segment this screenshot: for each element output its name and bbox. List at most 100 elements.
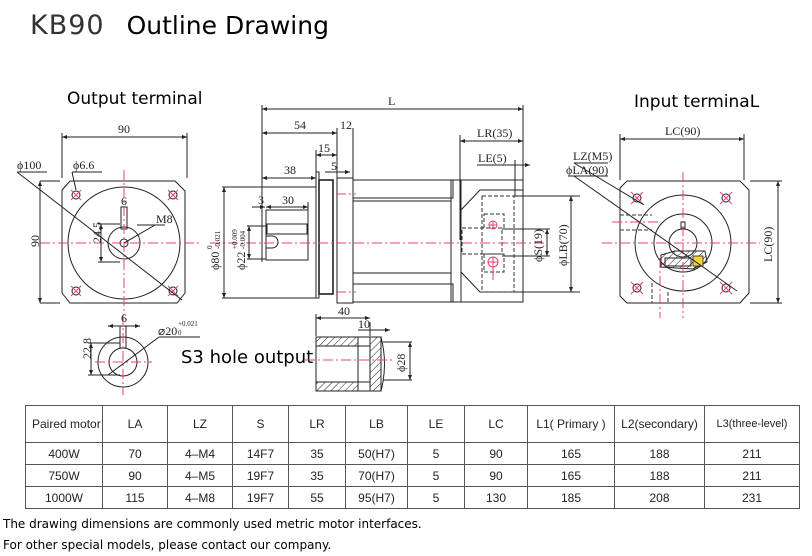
table-row: 750W 90 4–M5 19F7 35 70(H7) 5 90 165 188… [25, 464, 800, 487]
output-key-dim: 6 [121, 194, 127, 208]
input-lz-dim: LZ(M5) [573, 149, 612, 163]
table-row: 400W 70 4–M4 14F7 35 50(H7) 5 90 165 188… [25, 442, 800, 465]
note-line: For other special models, please contact… [3, 538, 332, 552]
cell-l1: 185 [527, 486, 615, 509]
input-terminal-label: Input terminaL [634, 92, 760, 112]
table-row: 1000W 115 4–M8 19F7 55 95(H7) 5 130 185 … [25, 486, 800, 509]
table-header-row: Paired motor LA LZ S LR LB LE LC L1( Pri… [25, 405, 800, 443]
cell-l2: 188 [614, 442, 705, 465]
dim-LE: LE(5) [478, 151, 507, 165]
header-lc: LC [464, 405, 528, 443]
dim-L: L [388, 94, 395, 108]
header-l2: L2(secondary) [614, 405, 705, 443]
dim-30: 30 [282, 193, 294, 207]
cell-s: 19F7 [232, 486, 289, 509]
keyway-width-dim: 6 [121, 311, 127, 325]
keyway-tol-dn: 0 [178, 329, 182, 337]
dim-phi22-tol-dn: -0.004 [239, 230, 247, 249]
cell-le: 5 [407, 486, 465, 509]
cell-lb: 95(H7) [345, 486, 408, 509]
dim-phi80: ϕ80 [208, 252, 222, 270]
keyway-tol-up: +0.021 [178, 320, 198, 328]
header-paired-motor: Paired motor [25, 405, 103, 443]
cell-l3: 211 [704, 442, 800, 465]
output-key-depth-dim: 24.5 [90, 222, 104, 243]
dim-S: ϕS(19) [531, 229, 545, 262]
s3-dim-phi28: ϕ28 [394, 354, 408, 372]
cell-lz: 4–M8 [167, 486, 233, 509]
page-title: KB90 Outline Drawing [30, 10, 329, 41]
cell-lb: 50(H7) [345, 442, 408, 465]
dim-12: 12 [340, 118, 352, 132]
mounting-hole-icons [70, 189, 179, 297]
header-s: S [232, 405, 289, 443]
cell-l1: 165 [527, 464, 615, 487]
output-pcd-dim: ϕ100 [17, 158, 41, 172]
dim-3: 3 [258, 193, 264, 207]
dim-phi80-tol-up: 0 [206, 245, 214, 249]
header-l3: L3(three-level) [704, 405, 800, 443]
cell-le: 5 [407, 464, 465, 487]
output-terminal-view: 90 90 ϕ100 ϕ6.6 6 24.5 M8 [16, 122, 200, 315]
output-width-dim: 90 [118, 122, 130, 136]
header-lr: LR [288, 405, 346, 443]
dim-phi80-tol: -0.021 [214, 230, 222, 249]
dim-38: 38 [284, 163, 296, 177]
s3-dim-40: 40 [338, 304, 350, 318]
cell-lr: 35 [288, 442, 346, 465]
output-height-dim: 90 [28, 235, 42, 247]
cell-lz: 4–M4 [167, 442, 233, 465]
model-name: KB90 [30, 10, 105, 41]
cell-le: 5 [407, 442, 465, 465]
keyway-dia-dim: ⌀20 [158, 324, 177, 338]
s3-hole-view: 40 10 ϕ28 [305, 304, 412, 392]
dim-LR: LR(35) [477, 126, 512, 140]
cell-s: 14F7 [232, 442, 289, 465]
dim-54: 54 [294, 118, 306, 132]
dim-phi22: ϕ22 [234, 252, 248, 270]
input-terminal-view: LC(90) LC(90) LZ(M5) ϕLA(90) [566, 124, 782, 318]
output-terminal-label: Output terminal [67, 89, 203, 109]
notes: The drawing dimensions are commonly used… [3, 514, 422, 556]
dim-5: 5 [331, 159, 337, 173]
header-la: LA [102, 405, 168, 443]
cell-s: 19F7 [232, 464, 289, 487]
dim-phi22-tol-up: +0.009 [231, 229, 239, 249]
cell-la: 90 [102, 464, 168, 487]
cell-la: 70 [102, 442, 168, 465]
note-line: The drawing dimensions are commonly used… [3, 517, 422, 531]
cell-lb: 70(H7) [345, 464, 408, 487]
drawing-title: Outline Drawing [126, 11, 329, 40]
cell-lr: 55 [288, 486, 346, 509]
cell-la: 115 [102, 486, 168, 509]
s3-hole-output-label: S3 hole output [181, 347, 314, 368]
input-lc-side-dim: LC(90) [761, 227, 775, 262]
keyway-section-view: ⌀20 +0.021 0 6 22.8 [80, 311, 200, 395]
cell-lc: 130 [464, 486, 528, 509]
dim-LB: ϕLB(70) [556, 224, 570, 266]
cell-l2: 188 [614, 464, 705, 487]
dim-15: 15 [318, 141, 330, 155]
cell-lz: 4–M5 [167, 464, 233, 487]
input-la-dim: ϕLA(90) [566, 163, 608, 177]
cell-lc: 90 [464, 442, 528, 465]
header-le: LE [407, 405, 465, 443]
input-flange-outline [619, 180, 750, 304]
side-view: L 54 12 15 5 38 3 30 ϕ80 0 -0.021 ϕ22 +0… [206, 94, 580, 304]
cell-l3: 211 [704, 464, 800, 487]
cell-motor: 1000W [25, 486, 103, 509]
header-l1: L1( Primary ) [527, 405, 615, 443]
keyway-height-dim: 22.8 [80, 338, 94, 359]
cell-l2: 208 [614, 486, 705, 509]
header-lb: LB [345, 405, 408, 443]
cell-l3: 231 [704, 486, 800, 509]
cell-motor: 400W [25, 442, 103, 465]
output-thread-dim: M8 [156, 212, 173, 226]
spec-table: Paired motor LA LZ S LR LB LE LC L1( Pri… [25, 405, 800, 509]
input-lc-top-dim: LC(90) [665, 124, 700, 138]
set-screw-icon [692, 255, 704, 267]
cell-lc: 90 [464, 464, 528, 487]
cell-motor: 750W [25, 464, 103, 487]
output-flange-outline [61, 180, 186, 304]
